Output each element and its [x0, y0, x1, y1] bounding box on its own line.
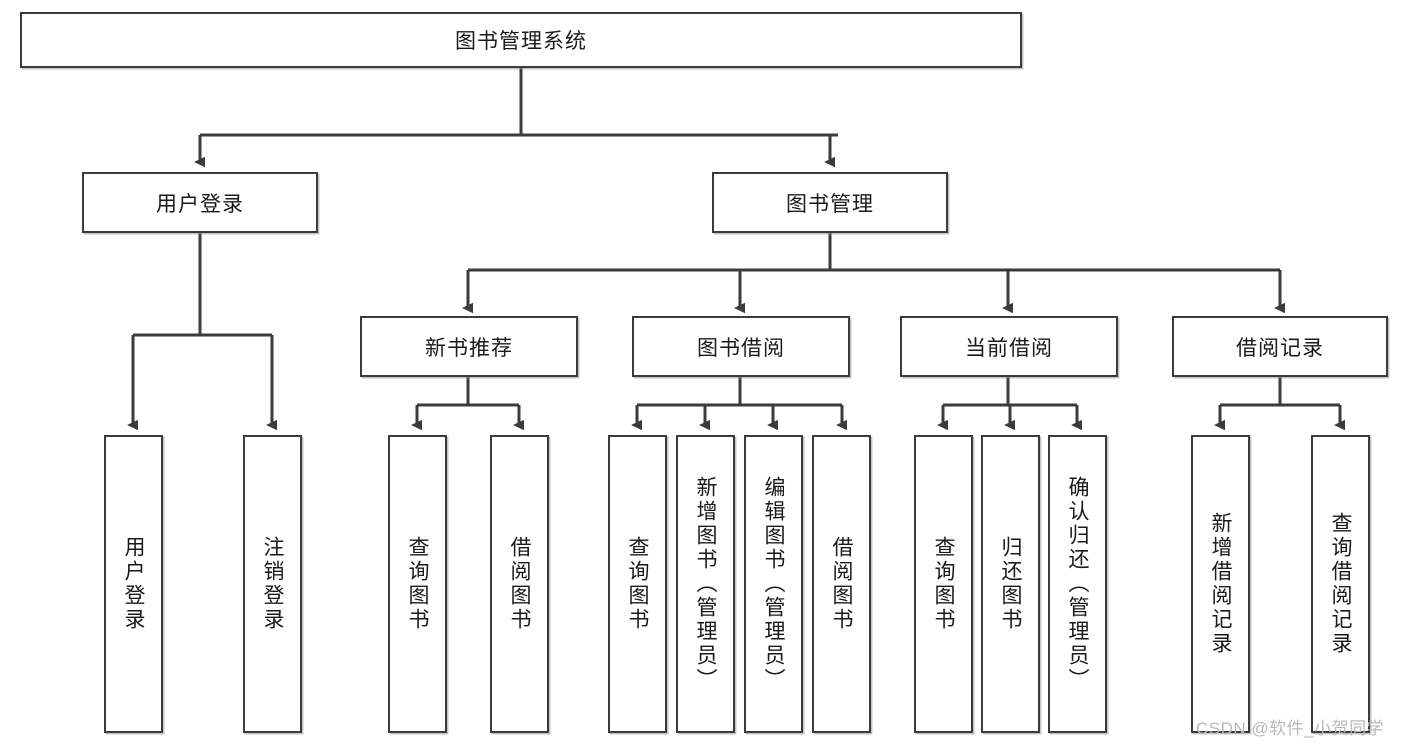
node-label: 图书管理 [786, 192, 874, 216]
node-borrow-records[interactable]: 借阅记录 [1172, 316, 1388, 377]
leaf-book-borrow-borrow-books[interactable]: 借阅图书 [812, 435, 871, 733]
node-root-book-management-system[interactable]: 图书管理系统 [20, 12, 1022, 68]
leaf-new-book-borrow-books[interactable]: 借阅图书 [490, 435, 549, 733]
node-label: 用户登录 [156, 192, 244, 216]
node-label: 借阅图书 [830, 536, 853, 632]
leaf-borrow-record-add-record[interactable]: 新增借阅记录 [1191, 435, 1250, 733]
node-label: 查询图书 [406, 536, 429, 632]
leaf-new-book-query-books[interactable]: 查询图书 [388, 435, 447, 733]
node-label: 借阅记录 [1236, 336, 1324, 360]
node-label: 当前借阅 [965, 336, 1053, 360]
csdn-watermark: CSDN @软件_小贺同学 [1196, 719, 1385, 738]
leaf-current-borrow-confirm-return-admin[interactable]: 确认归还（管理员） [1048, 435, 1107, 733]
leaf-user-login-login[interactable]: 用户登录 [104, 435, 163, 733]
leaf-book-borrow-add-book-admin[interactable]: 新增图书（管理员） [676, 435, 735, 733]
node-label: 新增图书（管理员） [694, 476, 717, 692]
node-current-borrowing[interactable]: 当前借阅 [900, 316, 1118, 377]
node-book-management[interactable]: 图书管理 [712, 172, 948, 233]
node-label: 新增借阅记录 [1209, 512, 1232, 656]
leaf-book-borrow-edit-book-admin[interactable]: 编辑图书（管理员） [744, 435, 803, 733]
node-label: 确认归还（管理员） [1066, 476, 1089, 692]
node-new-book-recommendation[interactable]: 新书推荐 [360, 316, 578, 377]
node-label: 查询图书 [932, 536, 955, 632]
node-label: 新书推荐 [425, 336, 513, 360]
node-label: 借阅图书 [508, 536, 531, 632]
node-label: 图书借阅 [697, 336, 785, 360]
node-label: 编辑图书（管理员） [762, 476, 785, 692]
node-label: 归还图书 [999, 536, 1022, 632]
leaf-borrow-record-query-record[interactable]: 查询借阅记录 [1311, 435, 1370, 733]
node-label: 查询借阅记录 [1329, 512, 1352, 656]
leaf-current-borrow-query-books[interactable]: 查询图书 [914, 435, 973, 733]
leaf-current-borrow-return-books[interactable]: 归还图书 [981, 435, 1040, 733]
node-label: 注销登录 [261, 536, 284, 632]
node-label: 用户登录 [122, 536, 145, 632]
node-label: 查询图书 [626, 536, 649, 632]
leaf-user-login-logout[interactable]: 注销登录 [243, 435, 302, 733]
node-label: 图书管理系统 [455, 30, 587, 53]
leaf-book-borrow-query-books[interactable]: 查询图书 [608, 435, 667, 733]
node-user-login[interactable]: 用户登录 [82, 172, 318, 233]
node-book-borrowing[interactable]: 图书借阅 [632, 316, 850, 377]
